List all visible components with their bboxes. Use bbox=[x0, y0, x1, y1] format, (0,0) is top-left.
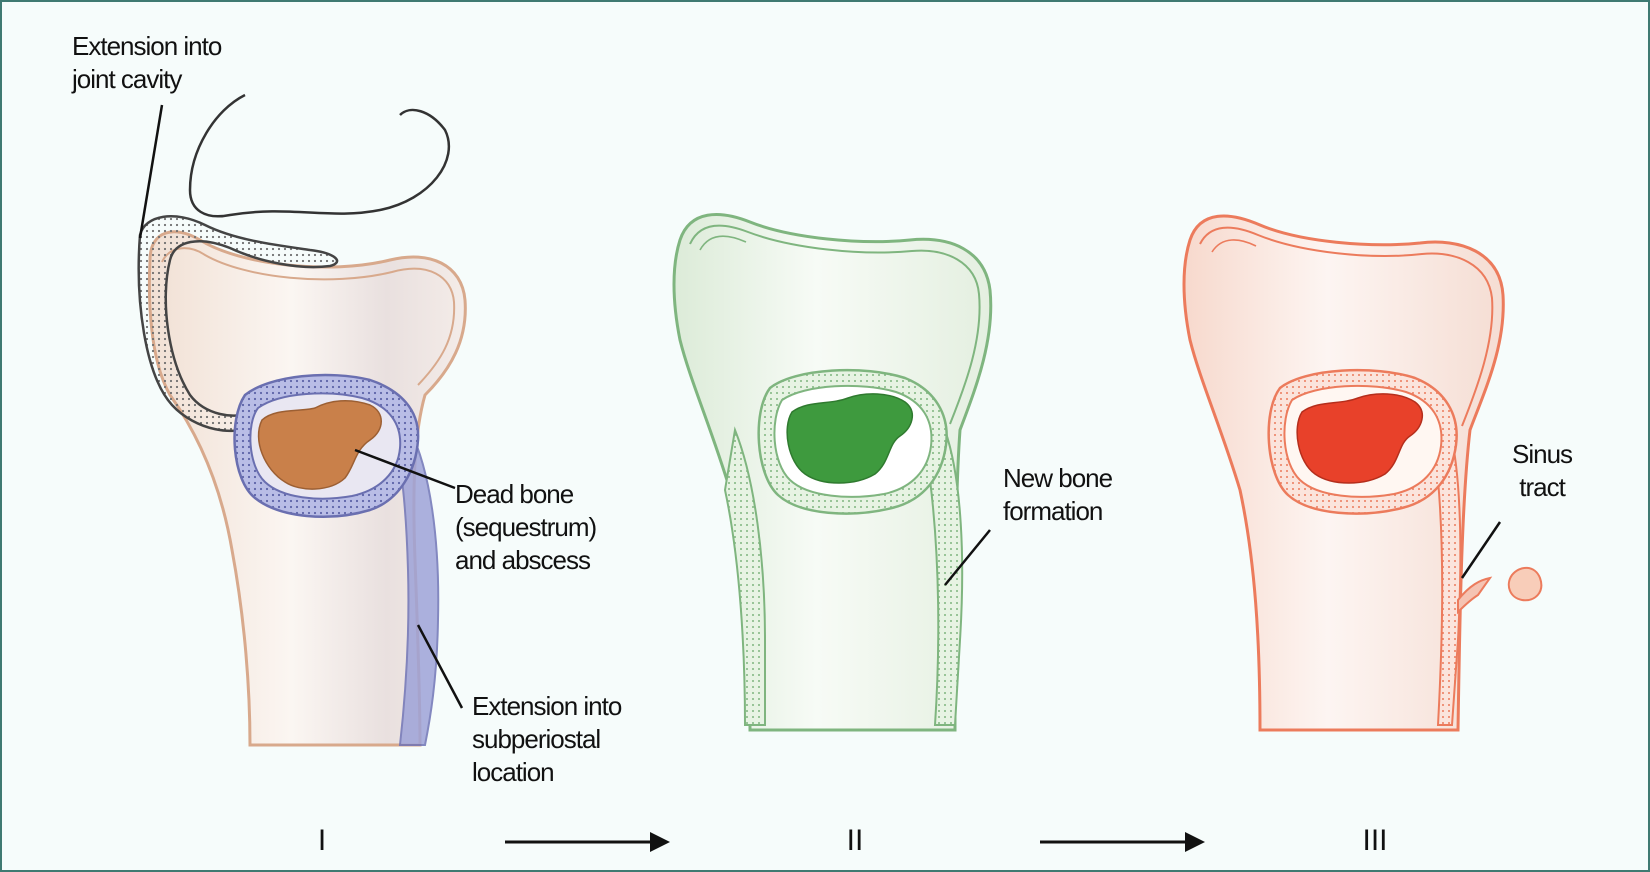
stage-2-bone bbox=[674, 215, 991, 730]
stage-label-1: I bbox=[282, 824, 362, 858]
progress-arrow-1 bbox=[505, 832, 670, 852]
stage-label-3: III bbox=[1335, 824, 1415, 858]
label-joint-cavity: Extension into joint cavity bbox=[72, 30, 221, 96]
progress-arrow-2 bbox=[1040, 832, 1205, 852]
stage-label-2: II bbox=[815, 824, 895, 858]
stage-3-bone bbox=[1184, 216, 1541, 730]
label-dead-bone: Dead bone (sequestrum) and abscess bbox=[455, 478, 596, 577]
stage-3-leaders bbox=[1462, 522, 1500, 578]
label-sinus-tract: Sinus tract bbox=[1512, 438, 1572, 504]
label-subperiosteal: Extension into subperiostal location bbox=[472, 690, 621, 789]
label-new-bone: New bone formation bbox=[1003, 462, 1112, 528]
stage-1-bone bbox=[139, 95, 466, 745]
